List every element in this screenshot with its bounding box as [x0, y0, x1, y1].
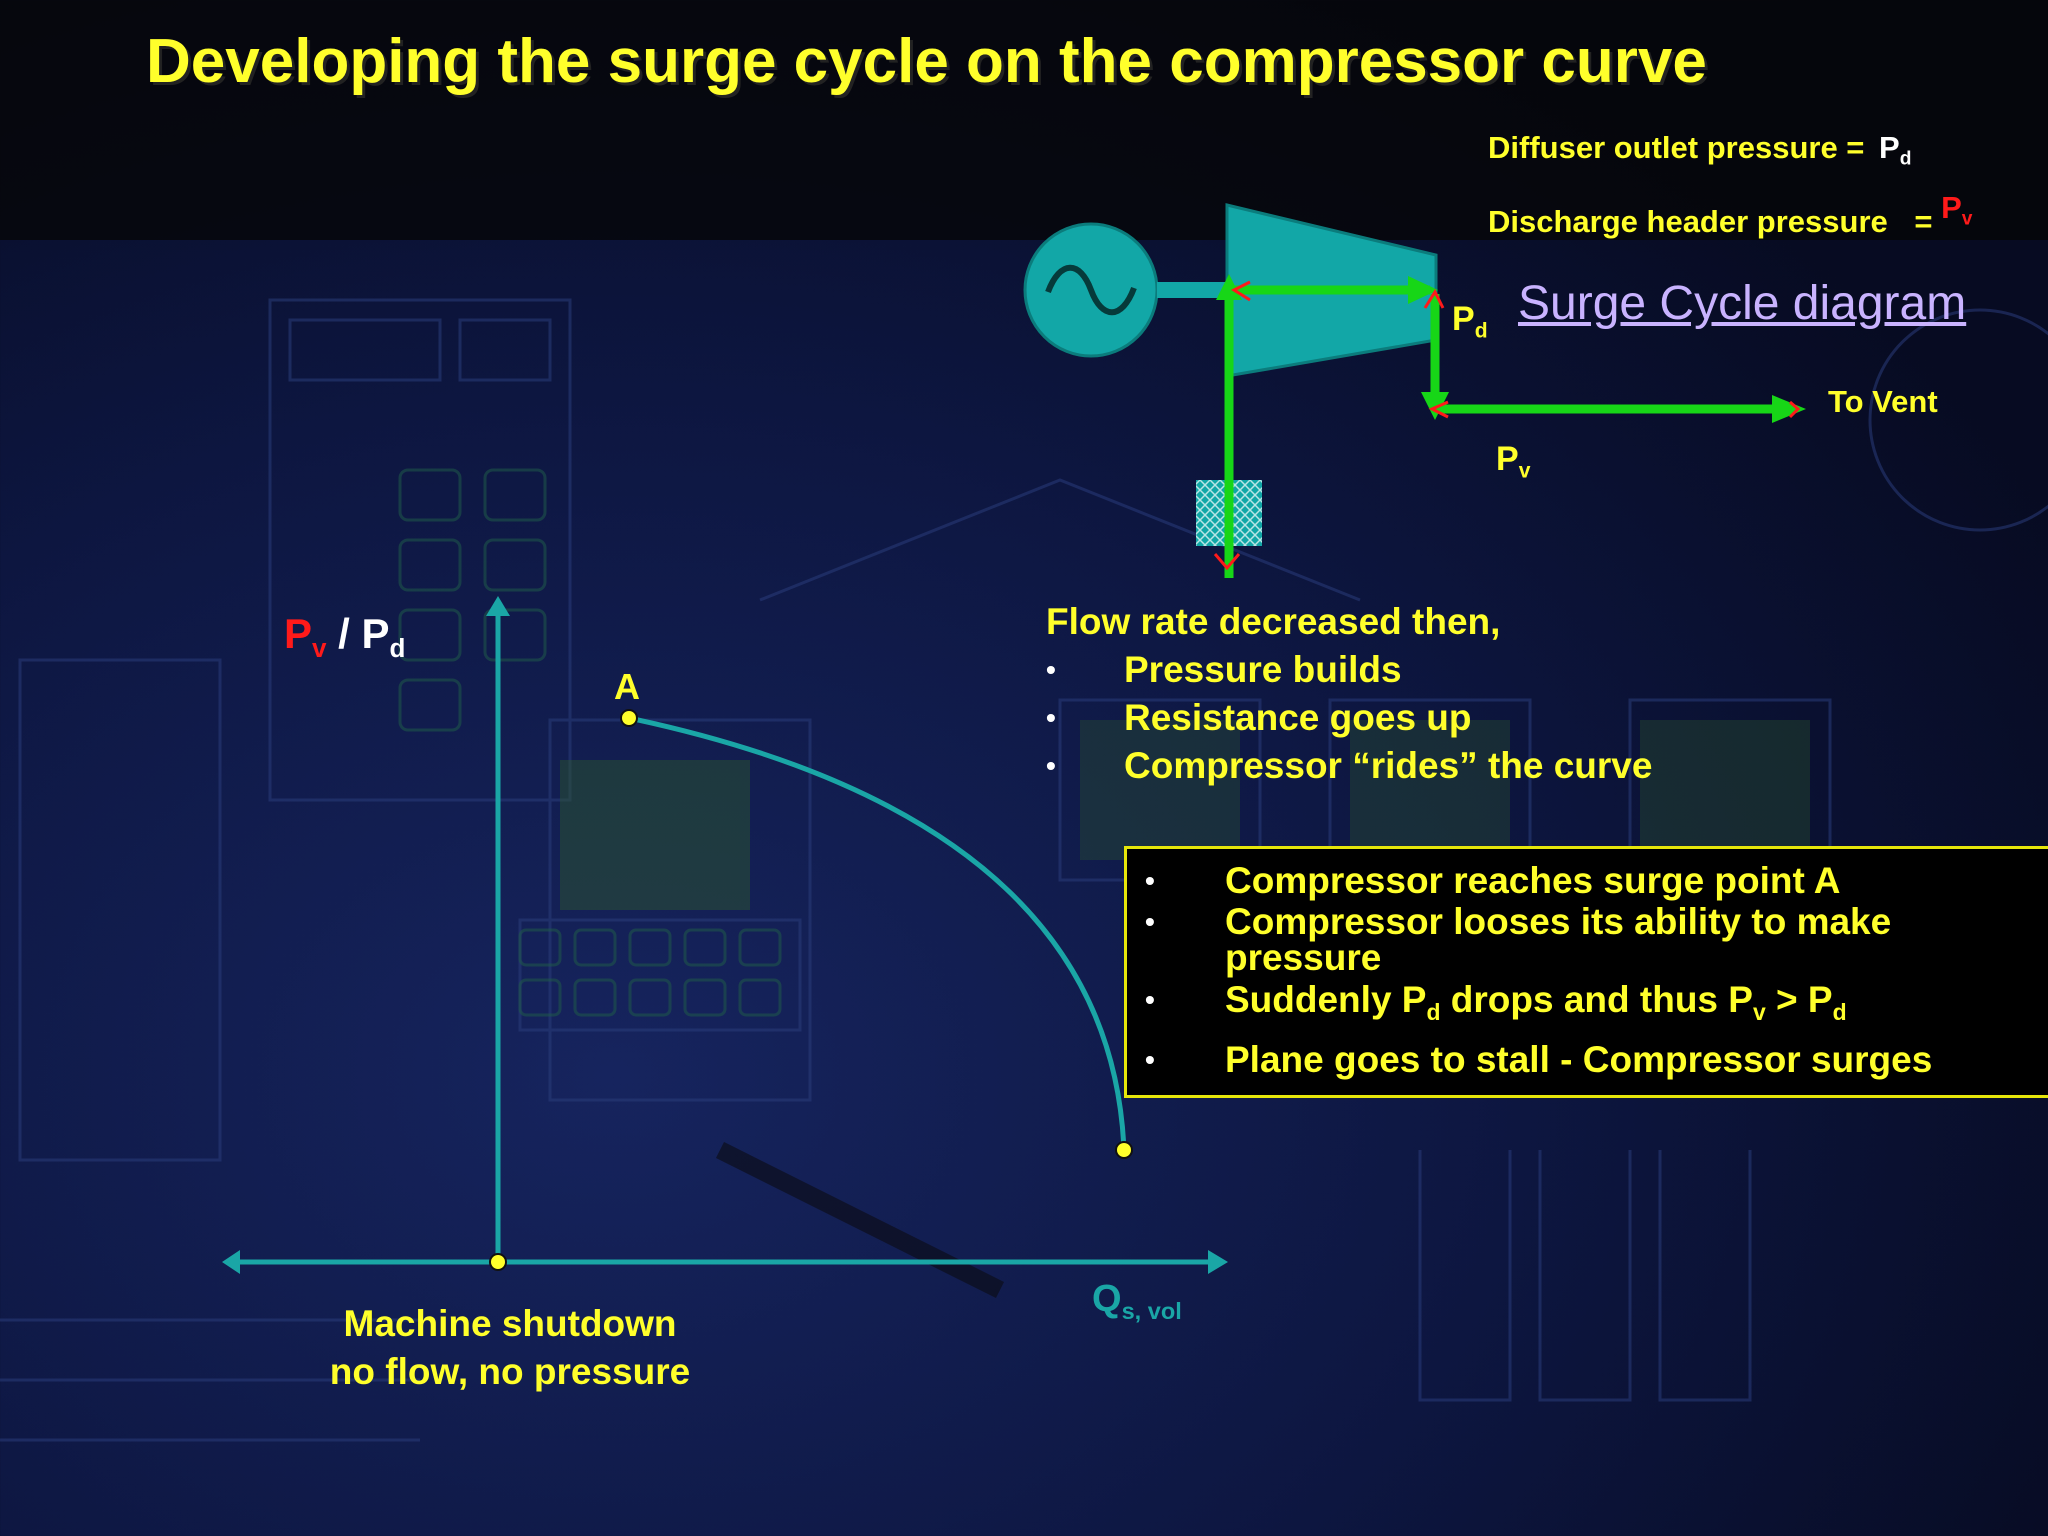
- motor-icon: [1023, 222, 1159, 358]
- surge-cycle-diagram-link[interactable]: Surge Cycle diagram: [1518, 277, 1967, 330]
- compressor-curve: [628, 715, 1127, 1151]
- flow-heading: Flow rate decreased then,: [1046, 601, 1501, 642]
- x-axis-right-arrow: [1208, 1250, 1228, 1274]
- x-axis-left-arrow: [222, 1250, 240, 1274]
- discharge-symbol: Pv: [1941, 190, 1973, 230]
- flow-item: Resistance goes up: [1046, 694, 1652, 742]
- graph-axes: [230, 612, 1218, 1265]
- diffuser-symbol: Pd: [1879, 130, 1912, 170]
- y-axis-label: Pv / Pd: [284, 610, 406, 664]
- surge-callout-box: Compressor reaches surge point A Compres…: [1124, 846, 2048, 1098]
- discharge-label: Discharge header pressure: [1488, 204, 1888, 239]
- surge-list: Compressor reaches surge point A Compres…: [1145, 857, 2048, 1083]
- pd-label: Pd: [1452, 300, 1488, 343]
- compressor-schematic: [1023, 203, 1806, 578]
- surge-item: Plane goes to stall - Compressor surges: [1145, 1036, 2048, 1083]
- surge-item: Compressor reaches surge point A: [1145, 857, 2048, 904]
- diffuser-label: Diffuser outlet pressure =: [1488, 130, 1865, 165]
- diffuser-legend: Diffuser outlet pressure = Pd: [1488, 130, 1911, 171]
- surge-item: Suddenly Pd drops and thus Pv > Pd: [1145, 976, 2048, 1036]
- flow-text: Flow rate decreased then, Pressure build…: [1046, 598, 1652, 790]
- discharge-equals: =: [1914, 204, 1933, 239]
- origin-marker: [489, 1253, 507, 1271]
- y-axis-arrow: [486, 596, 510, 616]
- flow-item: Compressor “rides” the curve: [1046, 742, 1652, 790]
- x-axis-label: Qs, vol: [1092, 1278, 1182, 1325]
- drive-shaft: [1157, 282, 1227, 298]
- to-vent-label: To Vent: [1828, 384, 1938, 419]
- curve-end-marker: [1115, 1141, 1133, 1159]
- surge-point-a-marker: [620, 709, 638, 727]
- slide-title: Developing the surge cycle on the compre…: [146, 27, 1707, 96]
- pv-label: Pv: [1496, 440, 1531, 483]
- origin-caption: Machine shutdown no flow, no pressure: [329, 1303, 691, 1392]
- surge-item: Compressor looses its ability to makepre…: [1145, 903, 2048, 976]
- flow-list: Pressure builds Resistance goes up Compr…: [1046, 646, 1652, 790]
- point-a-label: A: [614, 666, 640, 707]
- flow-item: Pressure builds: [1046, 646, 1652, 694]
- discharge-legend: Discharge header pressure = Pv: [1488, 190, 1972, 245]
